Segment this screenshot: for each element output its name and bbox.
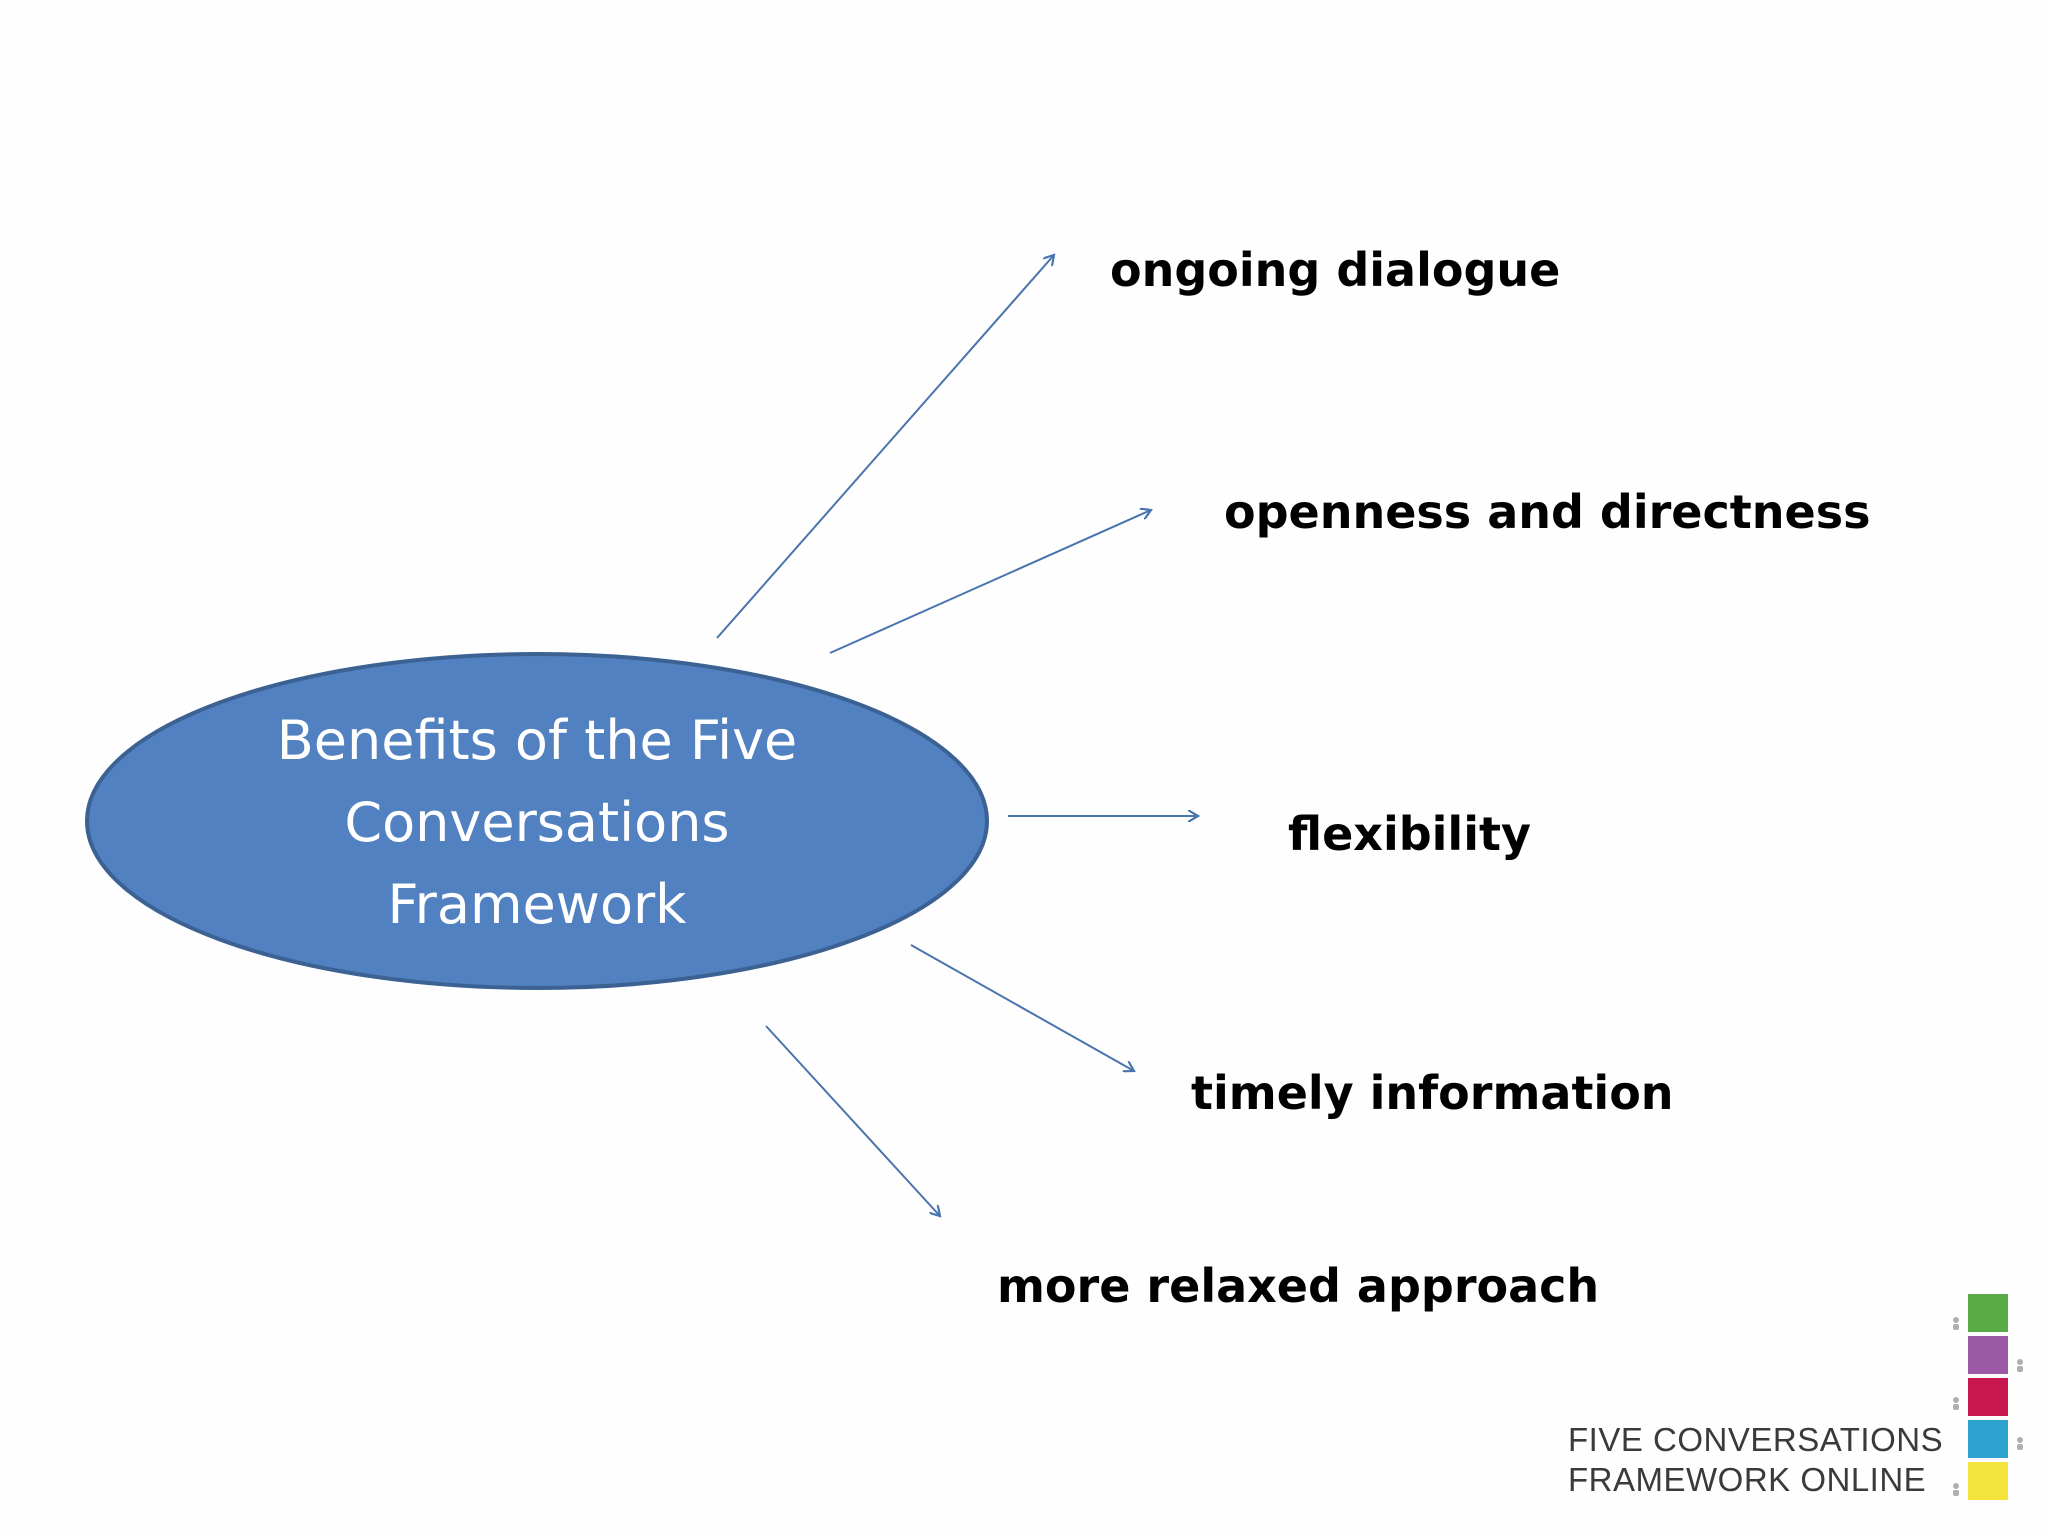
center-title: Benefits of the Five Conversations Frame… — [232, 700, 842, 946]
arrow-timely-information — [910, 944, 1134, 1071]
center-title-line-1: Benefits of the Five — [276, 709, 798, 772]
benefit-more-relaxed-approach: more relaxed approach — [997, 1259, 1600, 1313]
logo-square-5 — [1968, 1462, 2008, 1500]
arrow-ongoing-dialogue — [716, 255, 1054, 639]
benefit-ongoing-dialogue: ongoing dialogue — [1110, 243, 1561, 297]
arrow-more-relaxed-approach — [765, 1025, 940, 1216]
logo-line-1: FIVE CONVERSATIONS — [1568, 1421, 1944, 1458]
arrow-openness-and-directness — [829, 510, 1151, 654]
center-title-line-2: Conversations — [344, 791, 730, 854]
center-ellipse — [85, 652, 989, 990]
logo-square-4 — [1968, 1420, 2008, 1458]
logo-squares-icon — [1953, 1294, 2023, 1500]
five-conversations-logo: FIVE CONVERSATIONS FRAMEWORK ONLINE — [1560, 1290, 2040, 1530]
logo-line-2: FRAMEWORK ONLINE — [1568, 1461, 1927, 1498]
center-title-line-3: Framework — [387, 873, 687, 936]
benefit-timely-information: timely information — [1191, 1066, 1674, 1120]
benefit-flexibility: flexibility — [1288, 807, 1531, 861]
logo-square-1 — [1968, 1294, 2008, 1332]
benefit-openness-and-directness: openness and directness — [1224, 485, 1871, 539]
logo-people-icons — [1953, 1317, 2023, 1496]
logo-square-2 — [1968, 1336, 2008, 1374]
logo-square-3 — [1968, 1378, 2008, 1416]
logo-wordmark: FIVE CONVERSATIONS FRAMEWORK ONLINE — [1568, 1420, 1958, 1500]
